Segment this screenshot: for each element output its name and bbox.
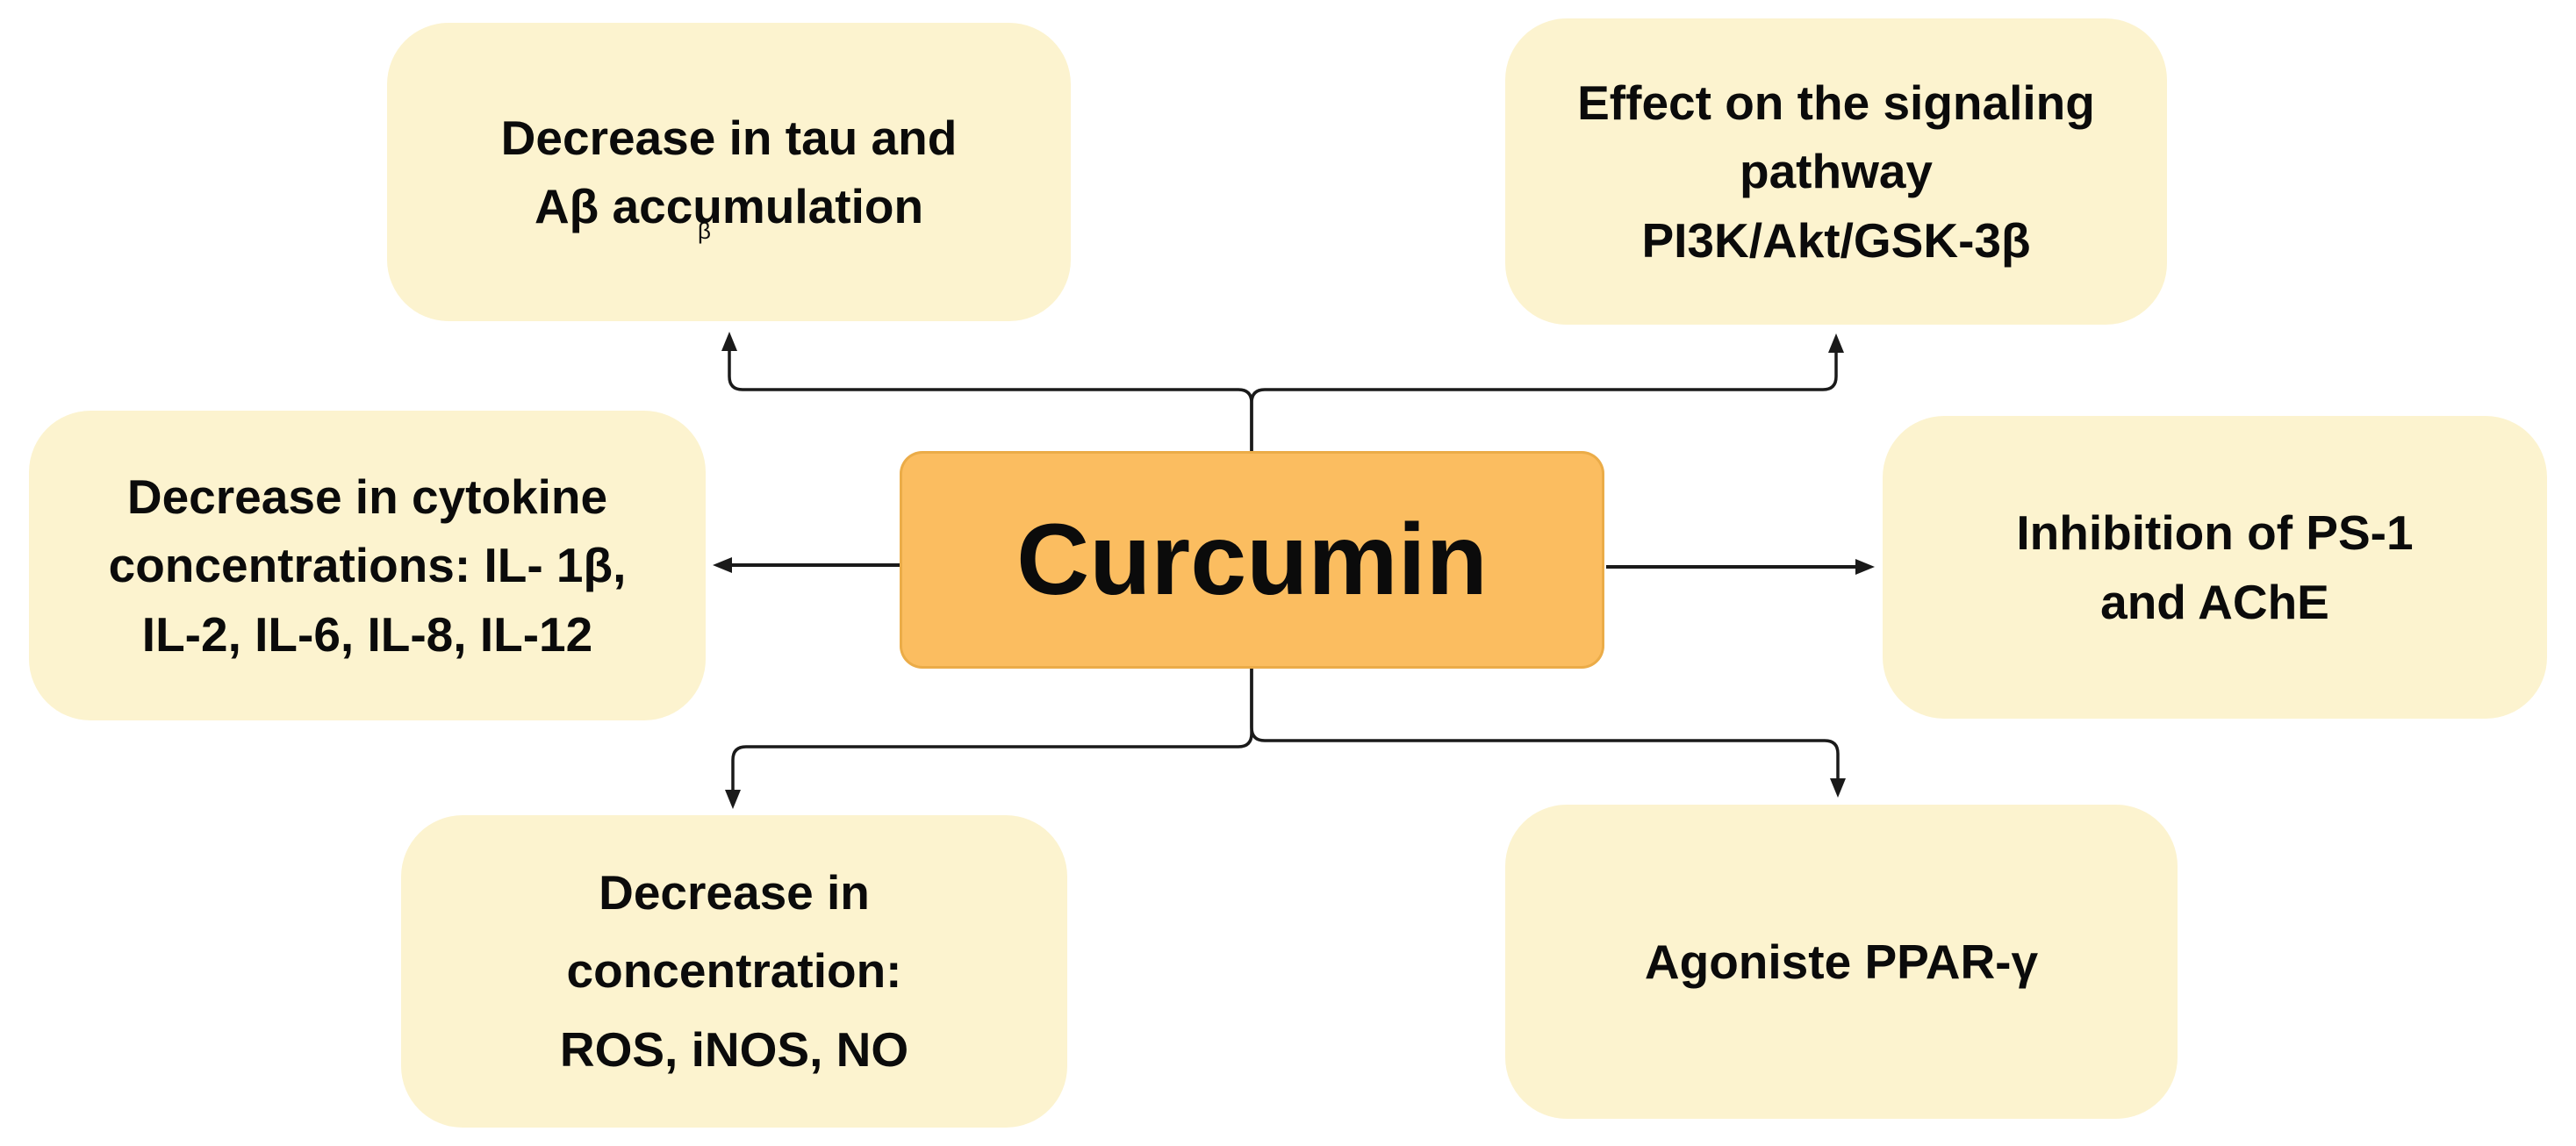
node-text-line: concentration: [566, 943, 902, 999]
node-curcumin-center: Curcumin [900, 451, 1604, 669]
node-text-line: ROS, iNOS, NO [559, 1021, 909, 1077]
node-pi3k-akt-gsk3b-pathway: Effect on the signaling pathway PI3K/Akt… [1505, 18, 2167, 325]
node-text-line: Decrease in [599, 865, 870, 920]
node-text-line: and AChE [2100, 574, 2329, 629]
node-cytokine-decrease: Decrease in cytokine concentrations: IL-… [29, 411, 706, 720]
node-text-line: IL-2, IL-6, IL-8, IL-12 [141, 606, 593, 662]
node-text-line: Decrease in tau and [500, 110, 958, 165]
node-ppar-gamma-agonist: Agoniste PPAR-γ [1505, 805, 2178, 1119]
node-text-line: PI3K/Akt/GSK-3β [1641, 212, 2031, 268]
node-text-line: Agoniste PPAR-γ [1644, 934, 2039, 989]
connector-center-to-top-left [721, 332, 1253, 453]
node-text-line: Inhibition of PS-1 [2016, 505, 2414, 561]
stray-beta-glyph: β [698, 218, 711, 244]
connector-center-to-bottom-right [1250, 668, 1846, 798]
node-text-line: Decrease in cytokine [126, 469, 608, 525]
node-text-line: Aβ accumulation [534, 179, 924, 233]
node-text-line: Effect on the signaling [1577, 75, 2095, 131]
center-node-label: Curcumin [1016, 503, 1488, 616]
connector-center-to-top-right [1250, 333, 1844, 453]
node-text-line: pathway [1739, 144, 1934, 199]
node-ps1-ache-inhibition: Inhibition of PS-1 and AChE [1883, 416, 2547, 719]
node-ros-inos-no-decrease: Decrease in concentration: ROS, iNOS, NO [401, 815, 1067, 1128]
node-text-line: concentrations: IL- 1β, [108, 538, 627, 593]
node-tau-abeta-decrease: Decrease in tau and Aβ accumulation [387, 23, 1071, 321]
connector-center-to-bottom-left [725, 668, 1253, 809]
